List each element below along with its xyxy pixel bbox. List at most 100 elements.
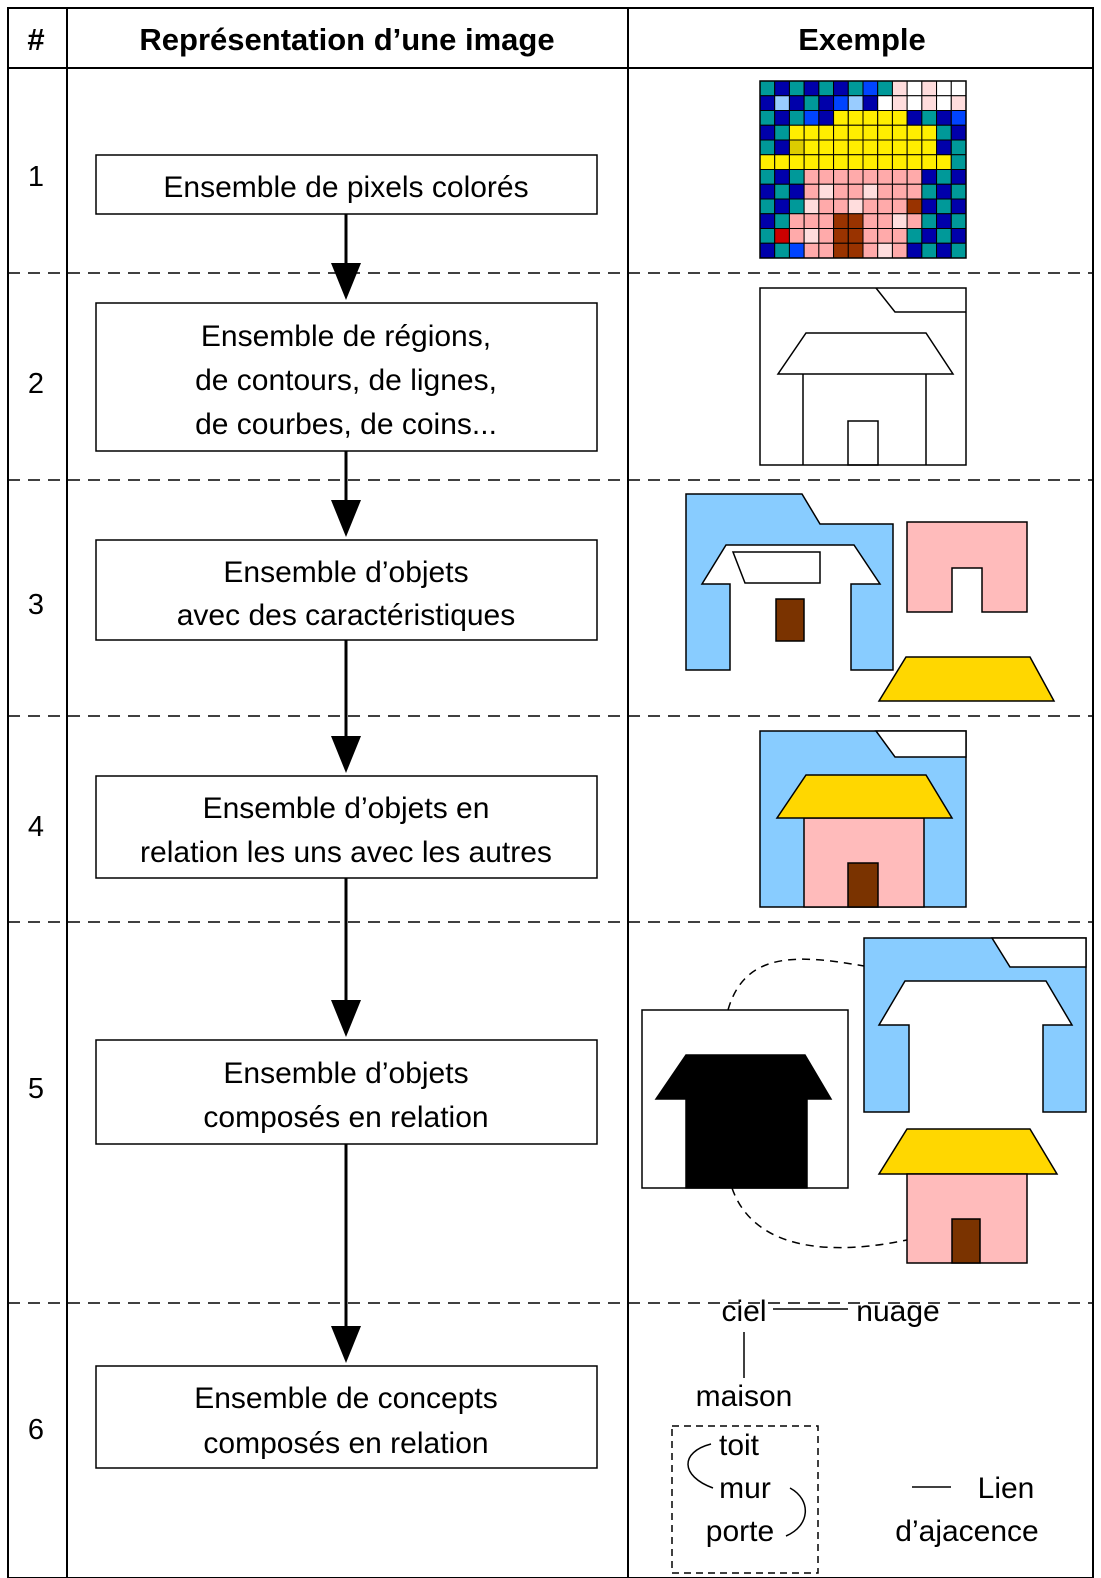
- box-6-line-2: composés en relation: [203, 1427, 488, 1460]
- pixel-cell: [774, 242, 790, 259]
- pixel-cell: [950, 139, 967, 156]
- pixel-cell: [877, 139, 893, 156]
- pixel-cell: [877, 154, 893, 170]
- representation-box-5: Ensemble d’objets composés en relation: [95, 1039, 598, 1145]
- pixel-cell: [862, 80, 879, 97]
- pixel-cell: [818, 198, 835, 215]
- pixel-cell: [774, 198, 790, 215]
- representation-box-6: Ensemble de concepts composés en relatio…: [95, 1365, 598, 1469]
- pixel-cell: [936, 124, 952, 141]
- pixel-cell: [921, 80, 938, 97]
- pixel-cell: [788, 95, 805, 111]
- pixel-cell: [906, 110, 923, 126]
- sky-object: [685, 493, 894, 671]
- pixel-cell: [788, 198, 805, 215]
- pixel-cell: [921, 154, 938, 170]
- pixel-cell: [862, 95, 879, 111]
- pixel-cell: [877, 110, 893, 126]
- pixel-cell: [818, 169, 835, 185]
- cloud-region: [874, 730, 967, 758]
- box-6-line-1: Ensemble de concepts: [194, 1382, 498, 1415]
- pixel-cell: [862, 154, 879, 170]
- pixel-cell: [862, 242, 879, 259]
- pixel-cell: [921, 242, 938, 259]
- pixel-cell: [891, 139, 908, 156]
- pixel-cell: [891, 242, 908, 259]
- pixel-cell: [833, 198, 849, 215]
- pixel-cell: [833, 228, 849, 244]
- box-5-line-1: Ensemble d’objets: [223, 1057, 468, 1090]
- pixel-cell: [774, 95, 790, 111]
- pixel-cell: [950, 124, 967, 141]
- pixel-cell: [774, 183, 790, 200]
- related-objects-example: [759, 730, 967, 908]
- pixel-cell: [950, 169, 967, 185]
- pixel-cell: [833, 154, 849, 170]
- pixel-cell: [847, 154, 864, 170]
- pixel-cell: [862, 228, 879, 244]
- pixel-grid-frame: [759, 80, 967, 259]
- row-number-5: 5: [28, 1073, 44, 1105]
- pixel-cell: [906, 228, 923, 244]
- box-2-line-2: de contours, de lignes,: [195, 364, 497, 397]
- pixel-cell: [818, 242, 835, 259]
- pixel-cell: [921, 228, 938, 244]
- pixel-cell: [906, 183, 923, 200]
- relation-link: [731, 1187, 908, 1249]
- pixel-cell: [906, 169, 923, 185]
- pixel-cell: [906, 124, 923, 141]
- door-region: [847, 862, 879, 908]
- box-5-line-2: composés en relation: [203, 1101, 488, 1134]
- pixel-cell: [774, 213, 790, 229]
- pixel-cell: [877, 95, 893, 111]
- pixel-cell: [921, 183, 938, 200]
- row-number-1: 1: [28, 161, 44, 193]
- pixel-cell: [906, 95, 923, 111]
- pixel-cell: [950, 95, 967, 111]
- concept-house: maison: [696, 1380, 793, 1413]
- pixel-cell: [759, 124, 776, 141]
- pixel-cell: [774, 139, 790, 156]
- box-4-line-2: relation les uns avec les autres: [140, 836, 552, 869]
- arrow-head: [331, 1000, 361, 1037]
- pixel-cell: [759, 80, 776, 97]
- pixel-cell: [759, 95, 776, 111]
- pixel-cell: [891, 154, 908, 170]
- composed-objects-example: [641, 937, 1087, 1264]
- pixel-cell: [788, 80, 805, 97]
- pixel-cell: [936, 95, 952, 111]
- pixel-cell: [803, 228, 820, 244]
- concept-roof: toit: [719, 1429, 760, 1462]
- pixel-cell: [906, 242, 923, 259]
- composite-cloud: [990, 937, 1087, 968]
- pixel-cell: [950, 183, 967, 200]
- pixel-cell: [803, 95, 820, 111]
- table-frame: [7, 7, 1094, 1578]
- pixel-cell: [847, 213, 864, 229]
- pixel-cell: [921, 169, 938, 185]
- legend-label-2: d’ajacence: [895, 1515, 1038, 1548]
- pixel-cell: [803, 242, 820, 259]
- pixel-cell: [847, 110, 864, 126]
- pixel-cell: [803, 213, 820, 229]
- pixel-cell: [877, 169, 893, 185]
- pixel-cell: [906, 213, 923, 229]
- roof-region: [775, 774, 954, 819]
- pixel-cell: [847, 228, 864, 244]
- pixel-cell: [950, 110, 967, 126]
- pixel-cell: [774, 228, 790, 244]
- pixel-cell: [936, 183, 952, 200]
- representation-box-1: Ensemble de pixels colorés: [95, 154, 598, 215]
- pixel-cell: [906, 139, 923, 156]
- pixel-cell: [891, 183, 908, 200]
- pixel-cell: [936, 213, 952, 229]
- pixel-cell: [788, 110, 805, 126]
- pixel-cell: [774, 80, 790, 97]
- adjacency-link: [687, 1443, 714, 1489]
- pixel-cell: [788, 242, 805, 259]
- row-separators: [8, 272, 1093, 1304]
- pixel-cell: [950, 198, 967, 215]
- pixel-cell: [818, 124, 835, 141]
- door-contour: [847, 420, 879, 466]
